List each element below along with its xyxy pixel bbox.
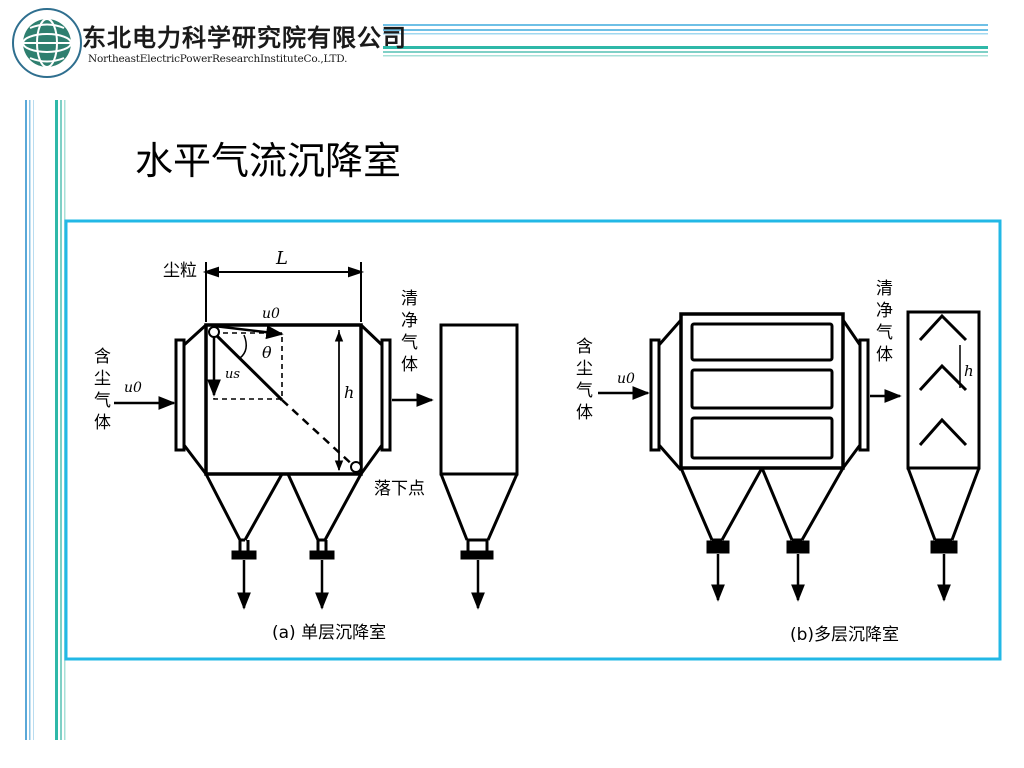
figure-a-length-dimension (202, 262, 365, 322)
svg-text:净: 净 (401, 311, 418, 331)
height-label-a: h (344, 383, 354, 402)
inlet-velocity-label-b: u0 (617, 371, 635, 387)
figure-a-flow-arrows (114, 393, 434, 410)
landing-point-label: 落下点 (374, 479, 425, 499)
svg-text:气: 气 (401, 333, 418, 353)
velocity-label-a: u0 (262, 306, 280, 322)
svg-text:气: 气 (576, 381, 593, 401)
slide-title: 水平气流沉降室 (135, 139, 402, 183)
svg-text:清: 清 (876, 279, 893, 299)
figure-b-side-view (906, 310, 981, 602)
figure-a-trajectory (207, 324, 362, 473)
figure-frame (64, 219, 1002, 661)
inlet-label-b: 含 尘 气 体 (576, 337, 593, 423)
length-label: L (275, 248, 288, 269)
company-name-cn: 东北电力科学研究院有限公司 (82, 24, 407, 52)
svg-text:体: 体 (401, 355, 418, 375)
svg-text:体: 体 (876, 345, 893, 365)
caption-a: (a) 单层沉降室 (272, 623, 386, 643)
svg-text:尘: 尘 (576, 359, 593, 379)
header-rails (383, 24, 988, 57)
caption-b: (b)多层沉降室 (790, 625, 899, 645)
figure-a-discharge-arrows (237, 560, 329, 610)
svg-text:含: 含 (576, 337, 593, 357)
svg-text:气: 气 (94, 391, 111, 411)
svg-text:尘: 尘 (94, 369, 111, 389)
outlet-label-a: 清 净 气 体 (401, 289, 418, 375)
inlet-label-a: 含 尘 气 体 (94, 347, 111, 433)
particle-label: 尘粒 (163, 261, 197, 281)
svg-text:体: 体 (576, 403, 593, 423)
angle-label: θ (262, 343, 272, 362)
figure-a-side-view (439, 323, 519, 610)
globe-logo-icon (12, 8, 82, 78)
svg-text:体: 体 (94, 413, 111, 433)
svg-text:含: 含 (94, 347, 111, 367)
settle-velocity-label: us (225, 367, 240, 382)
svg-text:净: 净 (876, 301, 893, 321)
figure-b-discharge-arrows (711, 554, 805, 602)
svg-text:气: 气 (876, 323, 893, 343)
figure-b-flow-arrows (598, 386, 902, 403)
figure-a-single-chamber (174, 323, 392, 560)
outlet-label-b: 清 净 气 体 (876, 279, 893, 365)
inlet-velocity-label-a: u0 (124, 380, 142, 396)
svg-text:清: 清 (401, 289, 418, 309)
height-label-b: h (964, 362, 974, 380)
figure-b-multi-chamber (649, 312, 870, 554)
company-name-en: NortheastElectricPowerResearchInstituteC… (88, 53, 348, 65)
